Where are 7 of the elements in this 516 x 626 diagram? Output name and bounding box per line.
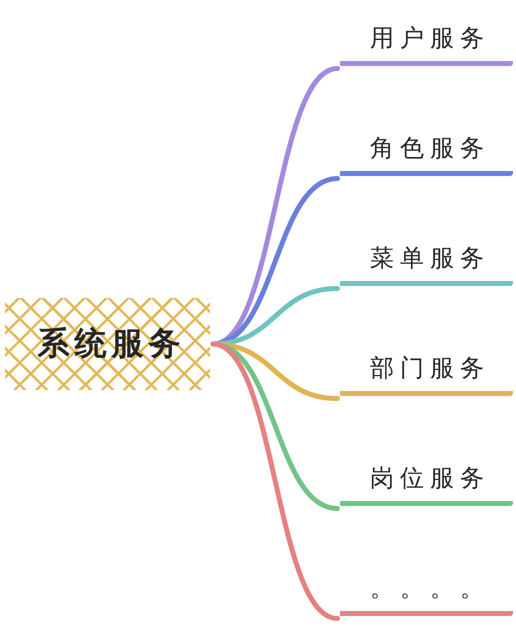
branch-label: 用户服务 [340, 16, 513, 66]
branch-label: 。。。。 [340, 566, 513, 616]
branch-label: 菜单服务 [340, 236, 513, 286]
branch-label: 部门服务 [340, 346, 513, 396]
branch-label: 岗位服务 [340, 456, 513, 506]
branch-label: 角色服务 [340, 126, 513, 176]
branch-line [210, 342, 340, 621]
